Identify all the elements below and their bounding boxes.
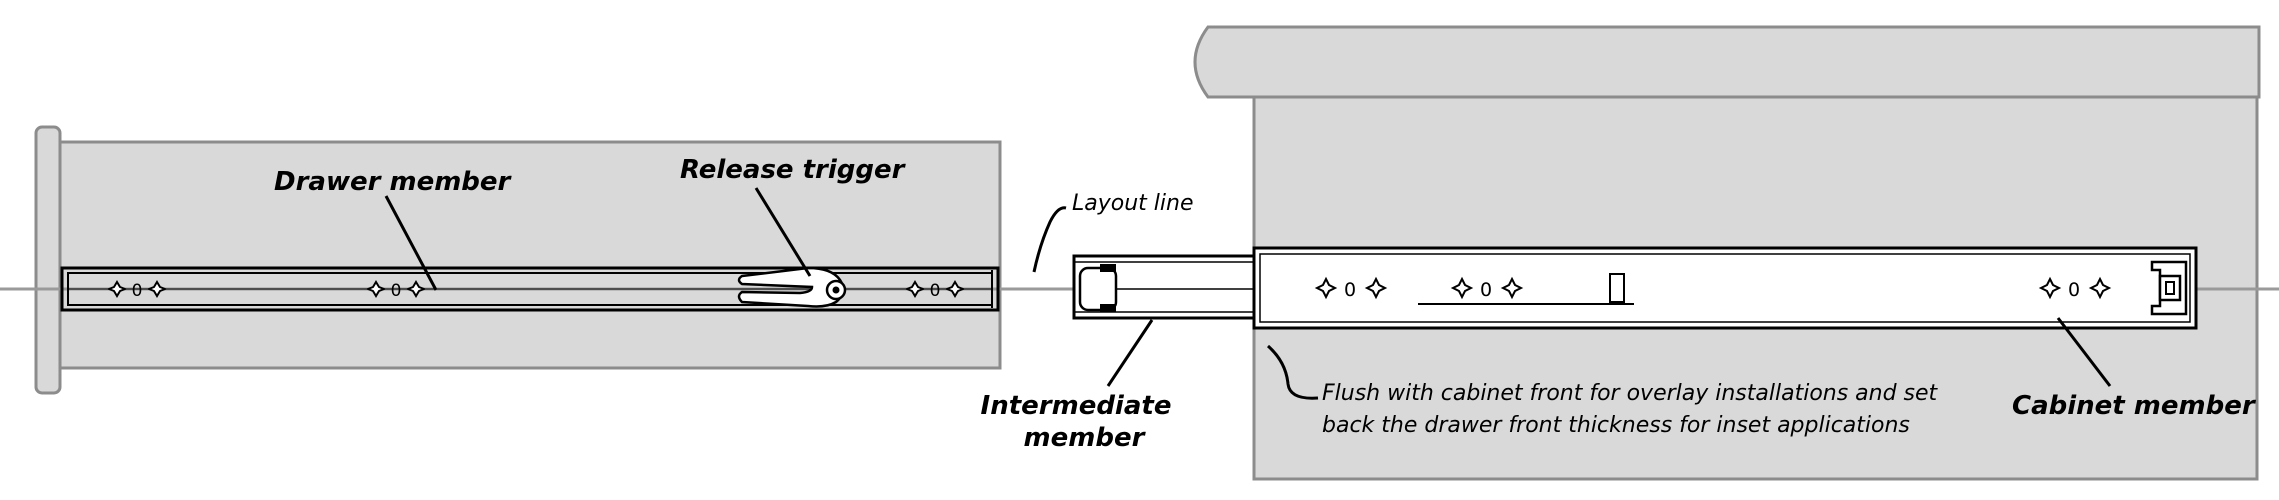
label-intermediate-line2: member <box>1024 423 1147 453</box>
drawer-member-holes-left: 0 <box>106 280 168 301</box>
star-hole-icon <box>365 280 387 298</box>
label-drawer-member: Drawer member <box>274 167 513 197</box>
slot-icon <box>1609 273 1625 303</box>
leader-drawer-member <box>384 195 438 291</box>
leader-flush <box>1266 344 1319 400</box>
star-hole-icon <box>1364 276 1388 300</box>
star-hole-icon <box>1314 276 1338 300</box>
label-flush-line2: back the drawer front thickness for inse… <box>1322 413 1910 438</box>
cabinet-top-panel <box>1193 25 2261 99</box>
star-hole-icon <box>1500 276 1524 300</box>
star-hole-icon <box>904 280 926 298</box>
label-layout-line: Layout line <box>1072 191 1193 216</box>
star-hole-icon <box>146 280 168 298</box>
star-hole-icon <box>2088 276 2112 300</box>
star-hole-icon <box>944 280 966 298</box>
drawer-box <box>34 125 1002 395</box>
drawer-member-holes-middle: 0 <box>365 280 427 301</box>
leader-intermediate-member <box>1106 319 1154 387</box>
cabinet-member-holes-2: 0 <box>1450 276 1524 301</box>
drawer-side-panel <box>58 140 1002 370</box>
oval-hole: 0 <box>1480 279 1492 301</box>
oval-hole: 0 <box>930 281 941 301</box>
cabinet-member-holes-3: 0 <box>2038 276 2112 301</box>
rear-bracket <box>2150 260 2188 316</box>
cabinet-member-holes-1: 0 <box>1314 276 1388 301</box>
star-hole-icon <box>1450 276 1474 300</box>
label-flush-line1: Flush with cabinet front for overlay ins… <box>1322 381 1939 406</box>
label-cabinet-member: Cabinet member <box>2012 391 2257 421</box>
oval-hole: 0 <box>391 281 402 301</box>
oval-hole: 0 <box>2068 279 2080 301</box>
label-intermediate-line1: Intermediate <box>981 391 1172 421</box>
label-release-trigger: Release trigger <box>680 155 907 185</box>
drawer-member-holes-right: 0 <box>904 280 966 301</box>
leader-release-trigger <box>754 187 812 277</box>
leader-cabinet-member <box>2056 317 2112 387</box>
release-trigger-lever <box>737 266 847 308</box>
oval-hole: 0 <box>1344 279 1356 301</box>
leader-layout-line <box>1032 206 1067 273</box>
drawer-front-panel <box>34 125 62 395</box>
oval-hole: 0 <box>132 281 143 301</box>
star-hole-icon <box>2038 276 2062 300</box>
star-hole-icon <box>106 280 128 298</box>
star-hole-icon <box>405 280 427 298</box>
